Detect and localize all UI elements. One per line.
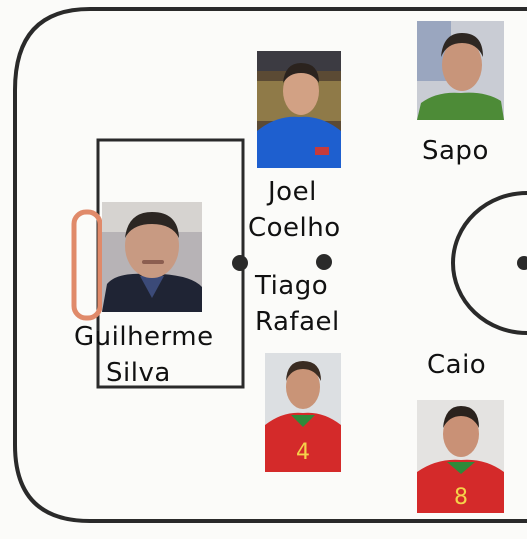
jersey-number-tiago: 4 xyxy=(296,440,310,465)
court-boundary xyxy=(13,7,527,523)
center-circle xyxy=(451,191,527,335)
jersey-number-caio: 8 xyxy=(454,485,468,510)
player-name-guilherme-first: Guilherme xyxy=(74,322,214,352)
player-photo-tiago: 4 xyxy=(265,353,341,472)
player-photo-guilherme xyxy=(102,202,202,312)
player-name-sapo: Sapo xyxy=(422,133,489,169)
center-spot xyxy=(517,256,527,270)
player-photo-caio: 8 xyxy=(417,400,504,513)
player-name-joel: Joel Coelho xyxy=(248,174,341,246)
player-name-tiago-last: Rafael xyxy=(255,307,340,337)
player-name-joel-first: Joel xyxy=(268,177,317,207)
player-name-joel-last: Coelho xyxy=(248,213,341,243)
player-photo-joel xyxy=(257,51,341,168)
player-name-sapo-text: Sapo xyxy=(422,136,489,166)
player-name-guilherme-last: Silva xyxy=(106,358,171,388)
goal xyxy=(71,209,103,321)
player-name-tiago: Tiago Rafael xyxy=(255,268,340,340)
player-name-caio-text: Caio xyxy=(427,350,487,380)
player-name-caio: Caio xyxy=(427,347,486,383)
player-name-tiago-first: Tiago xyxy=(255,271,329,301)
second-penalty-spot xyxy=(316,254,332,270)
player-photo-sapo xyxy=(417,21,504,120)
penalty-spot-edge xyxy=(232,255,248,271)
player-name-guilherme: Guilherme Silva xyxy=(74,319,214,391)
